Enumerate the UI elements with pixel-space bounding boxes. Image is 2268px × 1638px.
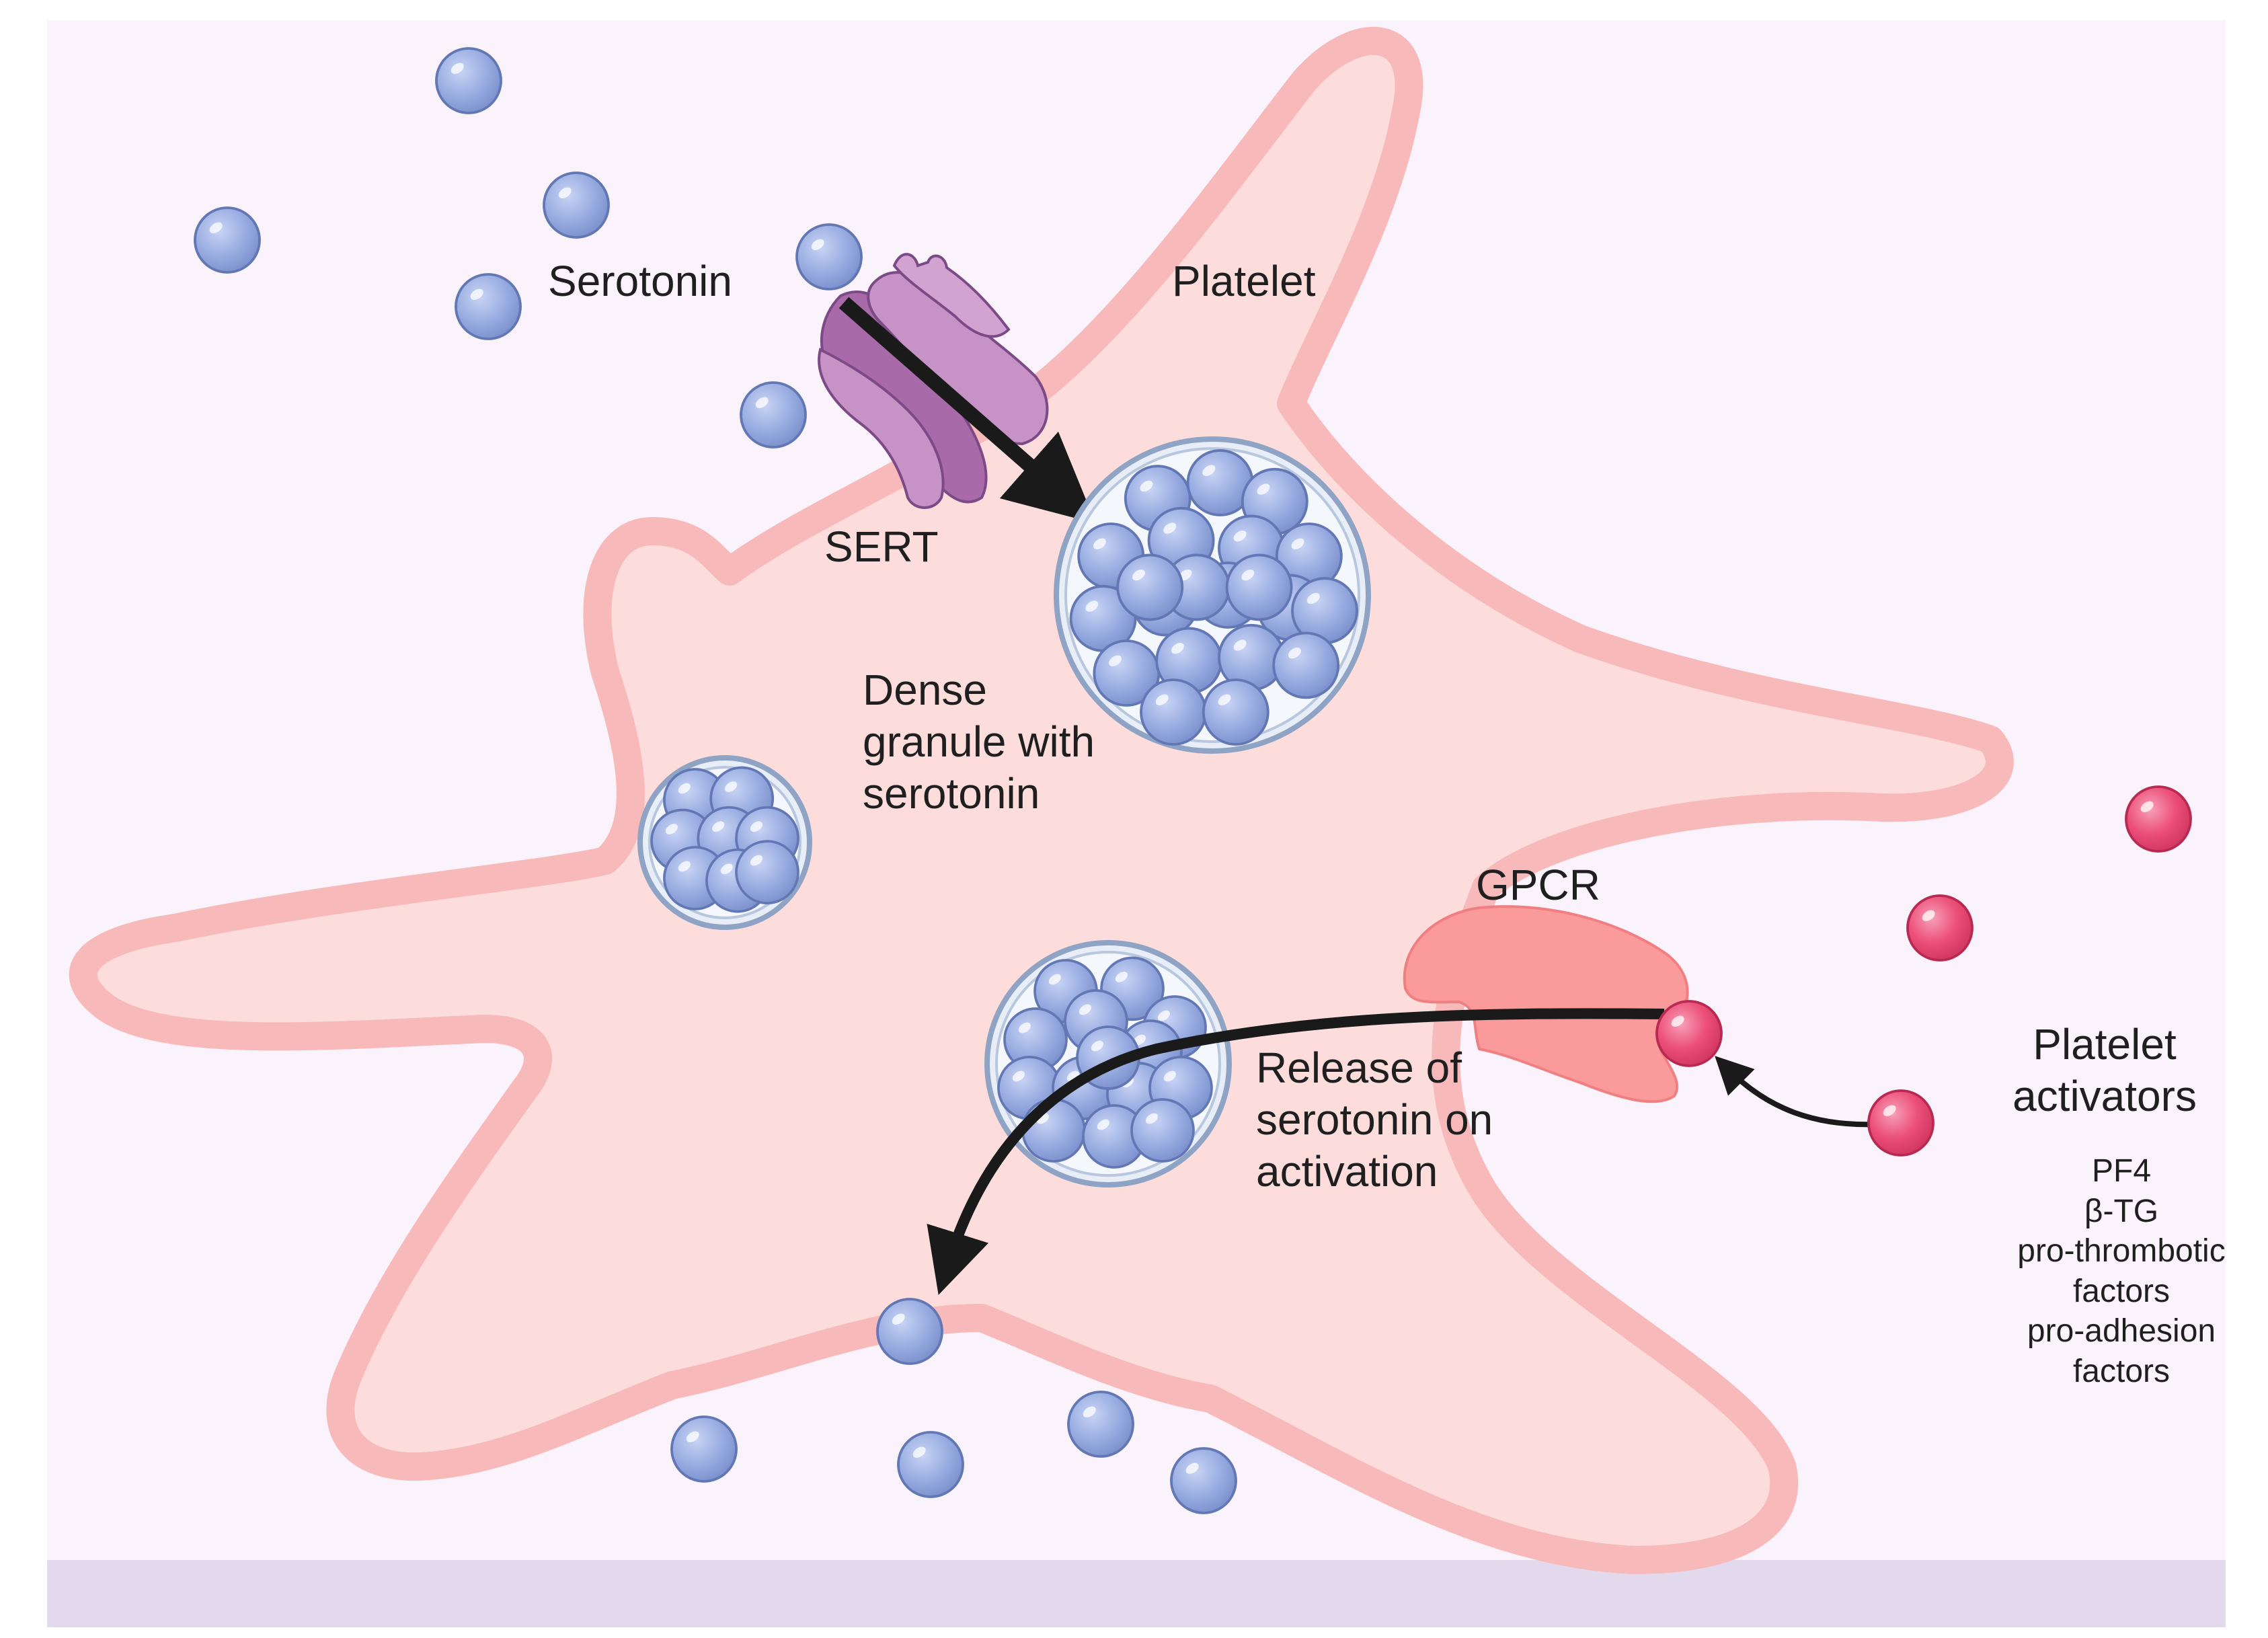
serotonin-molecule-icon (194, 206, 261, 274)
granule-serotonin-icon (1291, 577, 1358, 645)
granule-serotonin-icon (1225, 553, 1293, 621)
platelet-activators-title: Platelet activators (2004, 1019, 2205, 1122)
serotonin-molecule-icon (1170, 1447, 1237, 1514)
dense-granule-icon (637, 755, 812, 930)
serotonin-molecule-icon (1067, 1391, 1134, 1458)
serotonin-molecule-icon (897, 1431, 964, 1498)
dense-granule-line: Dense (863, 666, 987, 714)
serotonin-molecule-icon (435, 47, 502, 114)
sert-transporter-icon (818, 253, 1049, 509)
granule-serotonin-icon (1130, 1098, 1195, 1163)
granule-serotonin-icon (1093, 639, 1161, 707)
platelet-label: Platelet (1172, 257, 1316, 305)
release-line: activation (1256, 1146, 1438, 1196)
activator-item: PF4 (2091, 1153, 2152, 1189)
granule-serotonin-icon (1272, 631, 1340, 699)
release-label: Release of serotonin on activation (1256, 1042, 1493, 1197)
granule-serotonin-icon (735, 840, 799, 904)
serotonin-molecule-icon (543, 171, 610, 239)
dense-granule-line: serotonin (863, 769, 1040, 818)
activator-item: pro-thrombotic (2017, 1233, 2226, 1270)
activator-item: β-TG (2084, 1193, 2159, 1229)
activators-title-line: Platelet (2033, 1020, 2177, 1068)
serotonin-molecule-icon (876, 1298, 943, 1365)
activator-molecule-icon (1906, 894, 1973, 962)
activator-item: factors (2072, 1273, 2171, 1309)
granule-serotonin-icon (1218, 623, 1285, 691)
platelet-cell (69, 27, 2014, 1574)
dense-granule-icon (1054, 436, 1371, 754)
granule-serotonin-icon (1021, 1098, 1086, 1163)
granule-serotonin-icon (1116, 553, 1184, 621)
serotonin-molecule-icon (740, 381, 807, 448)
activator-molecule-icon (1655, 1000, 1723, 1067)
release-line: Release of (1256, 1044, 1462, 1092)
release-arrow (927, 1008, 1665, 1295)
activator-molecule-icon (1867, 1089, 1934, 1157)
granule-serotonin-icon (1275, 522, 1343, 590)
activator-molecule-icon (2125, 785, 2192, 853)
activator-item: factors (2072, 1353, 2171, 1389)
activator-item: pro-adhesion (2027, 1313, 2216, 1350)
uptake-arrow (838, 297, 1096, 524)
serotonin-molecule-icon (455, 273, 522, 340)
activation-arrow (1715, 1056, 1877, 1128)
dense-granule-label: Dense granule with serotonin (863, 664, 1095, 819)
granule-serotonin-icon (1202, 678, 1269, 746)
ground-band (47, 1560, 2226, 1627)
serotonin-molecule-icon (670, 1415, 738, 1483)
gpcr-receptor-icon (1403, 905, 1689, 1103)
activators-list: PF4 β-TG pro-thrombotic factors pro-adhe… (1987, 1151, 2256, 1391)
serotonin-label: Serotonin (548, 257, 732, 305)
serotonin-molecule-icon (795, 223, 863, 290)
dense-granule-line: granule with (863, 717, 1095, 766)
sert-label: SERT (824, 522, 939, 571)
gpcr-label: GPCR (1476, 861, 1600, 909)
granule-serotonin-icon (1140, 678, 1207, 746)
activators-title-line: activators (2012, 1071, 2197, 1120)
release-line: serotonin on (1256, 1095, 1493, 1144)
